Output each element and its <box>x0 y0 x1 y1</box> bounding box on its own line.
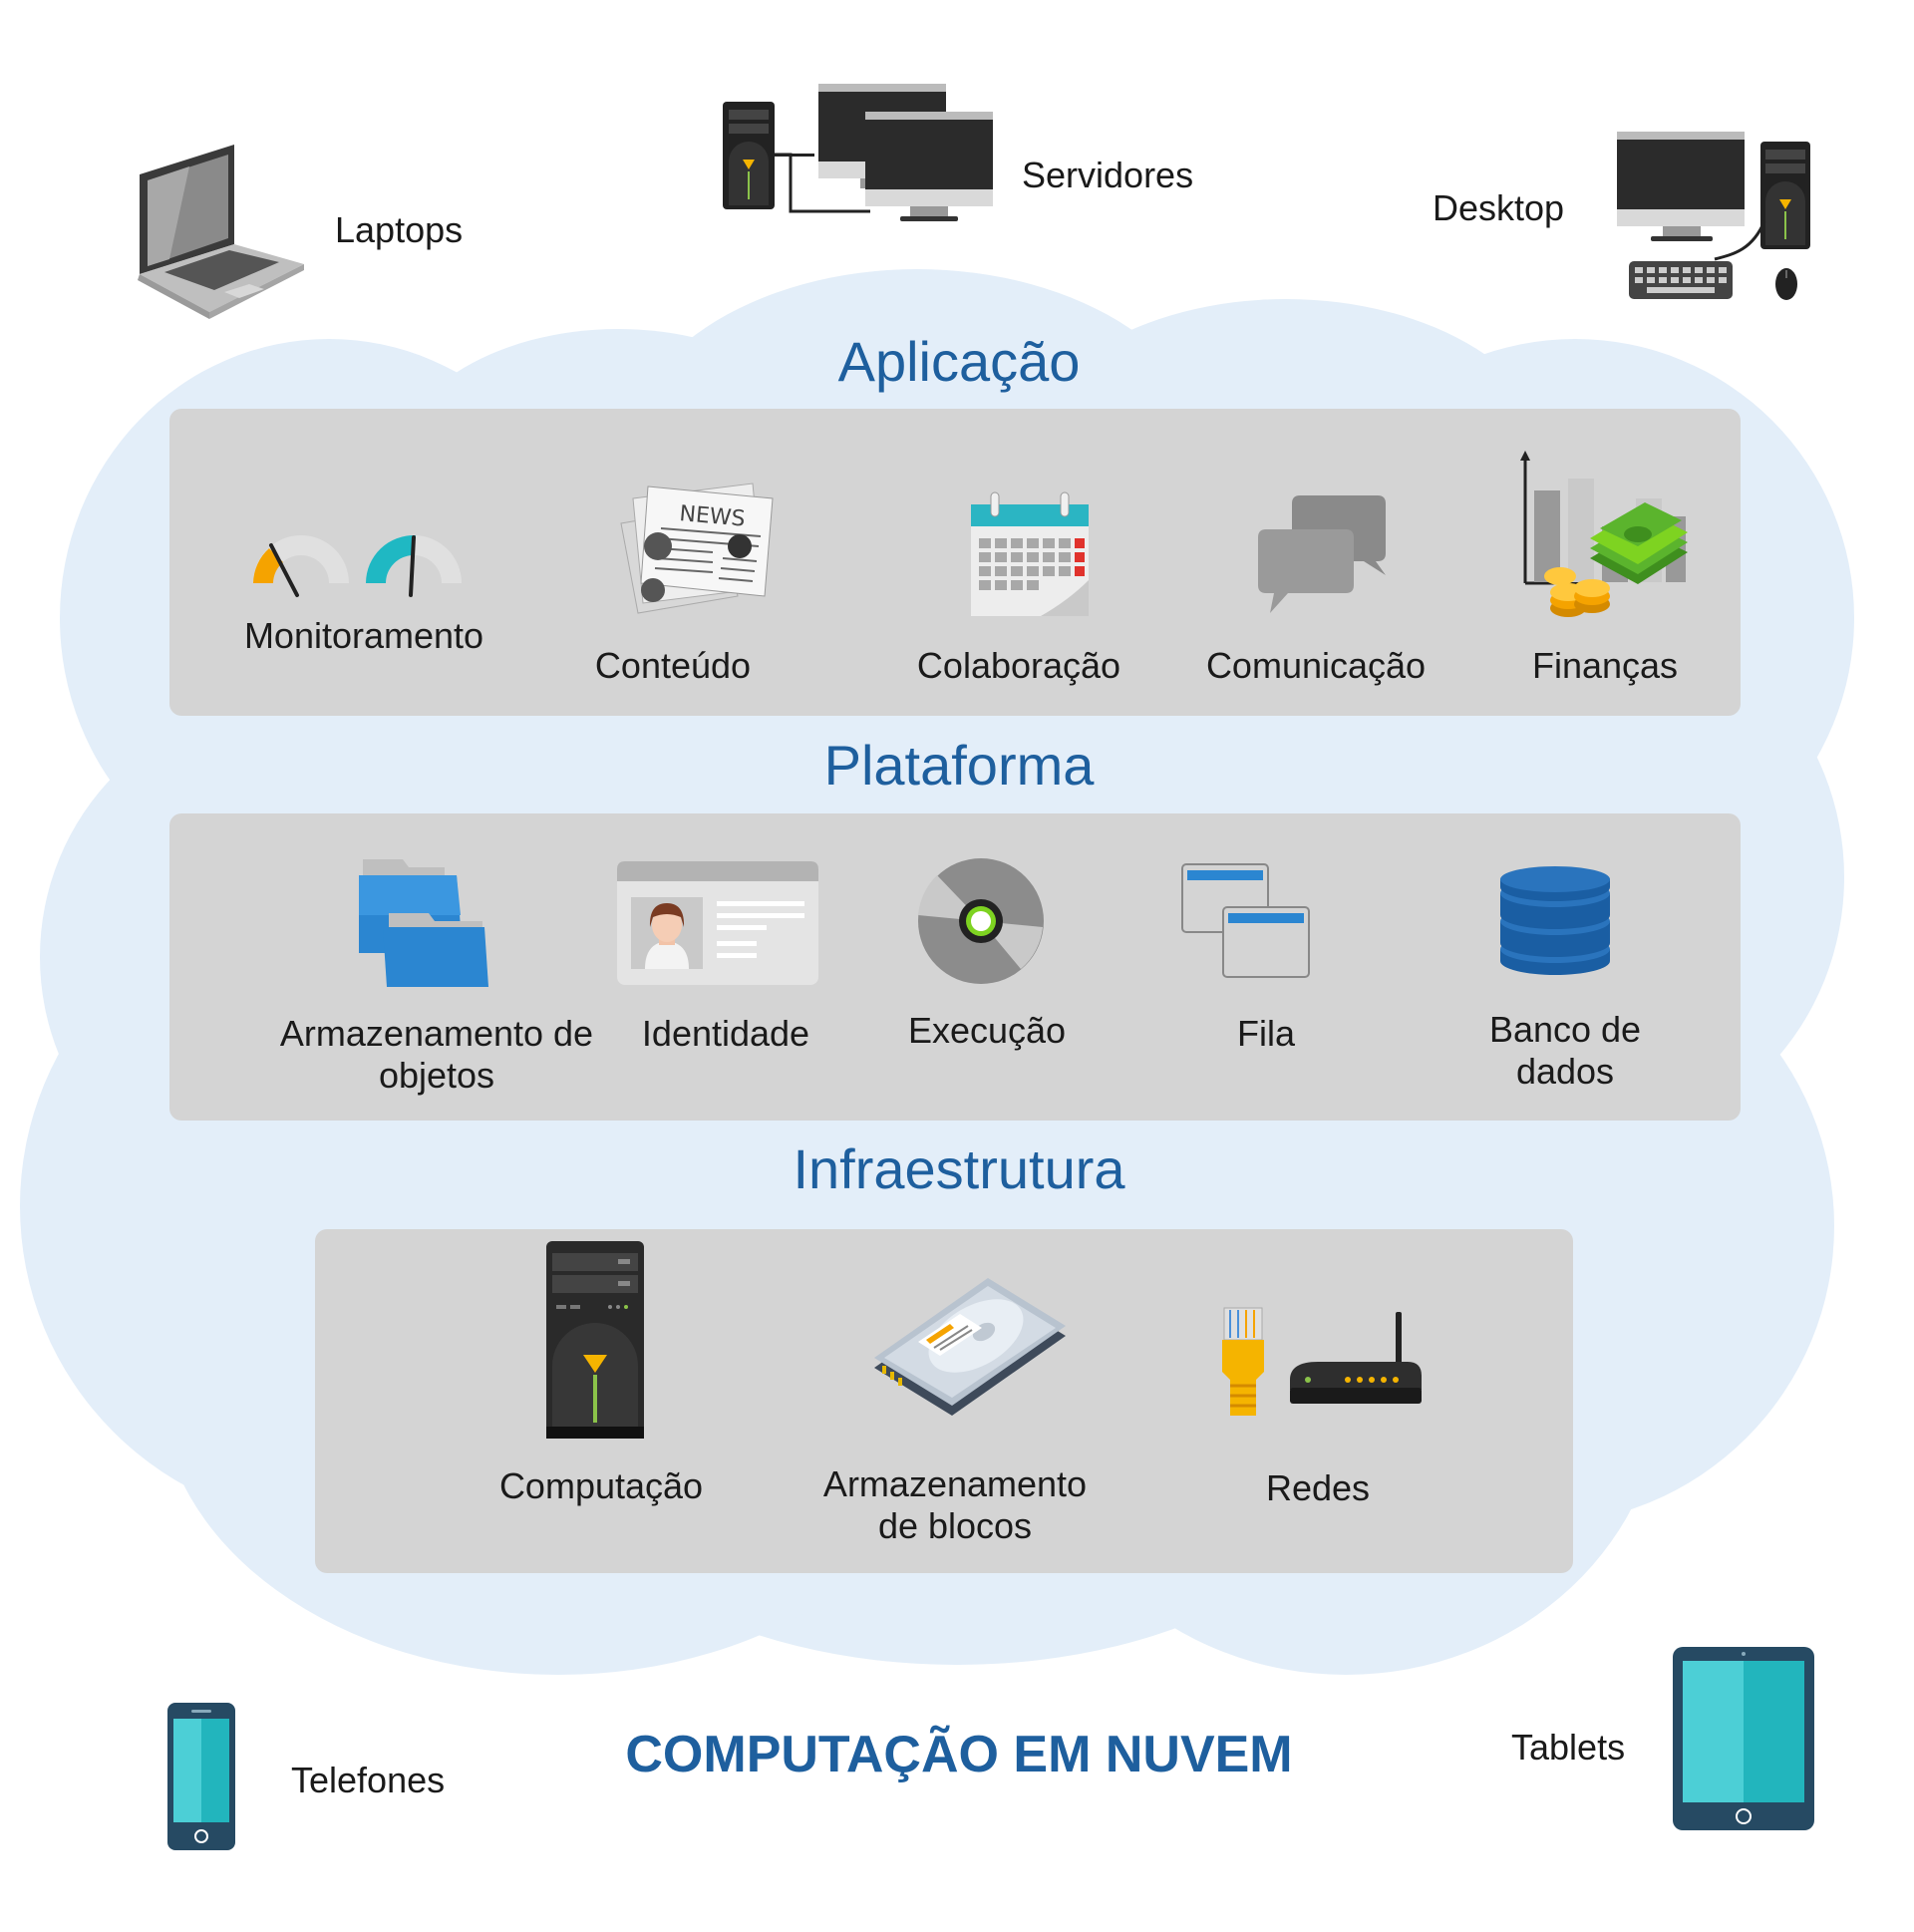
laptop-icon <box>138 145 304 319</box>
id-card-icon <box>617 861 818 985</box>
item-label-queue: Fila <box>1236 1013 1296 1054</box>
item-label-object-storage: Armazenamento de objetos <box>280 1013 593 1097</box>
phones-label: Telefones <box>291 1760 446 1800</box>
item-label-monitoring: Monitoramento <box>243 615 484 656</box>
windows-icon <box>1181 863 1310 978</box>
money-chart-icon <box>1520 451 1688 617</box>
item-label-identity: Identidade <box>641 1013 810 1054</box>
phone-icon <box>167 1703 235 1850</box>
item-label-finance: Finanças <box>1531 645 1679 686</box>
disc-icon <box>918 858 1044 984</box>
chat-bubbles-icon <box>1258 495 1386 613</box>
tablet-icon <box>1673 1647 1814 1830</box>
item-label-content: Conteúdo <box>594 645 752 686</box>
item-label-compute: Computação <box>498 1465 704 1506</box>
laptops-label: Laptops <box>335 209 464 250</box>
item-label-object-storage-line2: objetos <box>378 1055 495 1096</box>
desktop-icon <box>1617 132 1810 300</box>
svg-text:NEWS: NEWS <box>678 501 746 532</box>
item-label-collaboration: Colaboração <box>916 645 1121 686</box>
folders-icon <box>359 859 488 987</box>
server-tower-icon <box>546 1241 644 1439</box>
item-label-database-line2: dados <box>1515 1051 1615 1092</box>
servers-icon <box>723 84 993 221</box>
gauge-icon <box>253 534 462 597</box>
item-label-database-line1: Banco de <box>1488 1009 1642 1050</box>
item-label-execution: Execução <box>907 1010 1067 1051</box>
tablets-label: Tablets <box>1511 1727 1626 1768</box>
item-label-database: Banco de dados <box>1489 1009 1641 1093</box>
servers-label: Servidores <box>1022 155 1194 195</box>
item-label-object-storage-line1: Armazenamento de <box>279 1013 594 1054</box>
calendar-icon <box>971 491 1089 616</box>
desktop-label: Desktop <box>1433 187 1565 228</box>
infrastructure-layer-title: Infraestrutura <box>793 1137 1125 1200</box>
item-label-block-storage-line1: Armazenamento <box>822 1463 1088 1504</box>
platform-layer-title: Plataforma <box>823 734 1095 797</box>
hard-drive-icon <box>874 1278 1066 1416</box>
router-icon <box>1222 1307 1422 1416</box>
database-icon <box>1500 866 1610 975</box>
newspaper-icon: NEWS <box>620 483 774 614</box>
item-label-networking: Redes <box>1265 1467 1371 1508</box>
application-layer-title: Aplicação <box>837 330 1081 393</box>
item-label-block-storage-line2: de blocos <box>877 1505 1033 1546</box>
main-title: COMPUTAÇÃO EM NUVEM <box>625 1726 1293 1783</box>
application-panel <box>169 409 1741 716</box>
item-label-communication: Comunicação <box>1205 645 1427 686</box>
item-label-block-storage: Armazenamento de blocos <box>823 1463 1087 1547</box>
